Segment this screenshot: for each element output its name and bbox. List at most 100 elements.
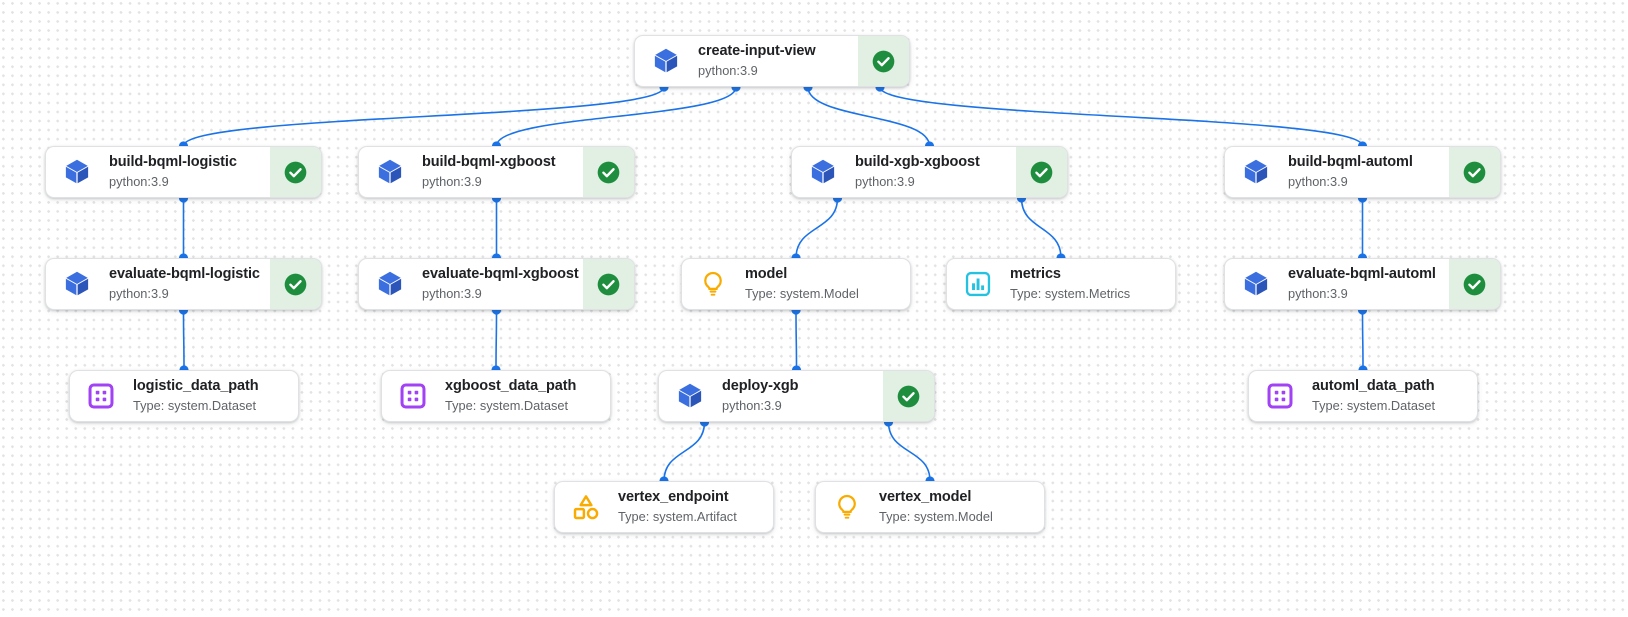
node-body: evaluate-bqml-logistic python:3.9 (46, 259, 270, 309)
node-title: evaluate-bqml-xgboost (422, 266, 579, 283)
node-text: evaluate-bqml-automl python:3.9 (1288, 265, 1436, 302)
edge-create-input-view-to-build-xgb-xgboost (807, 86, 931, 147)
component-cube-icon (1241, 157, 1271, 187)
edge-deploy-xgb-to-vertex_model (887, 421, 931, 482)
node-title: evaluate-bqml-automl (1288, 266, 1436, 283)
node-body: build-bqml-xgboost python:3.9 (359, 147, 583, 197)
node-text: evaluate-bqml-xgboost python:3.9 (422, 265, 579, 302)
dag-node-evaluate-bqml-logistic[interactable]: evaluate-bqml-logistic python:3.9 (45, 258, 322, 310)
edge-evaluate-bqml-logistic-to-logistic_data_path (182, 309, 185, 371)
node-body: build-bqml-logistic python:3.9 (46, 147, 270, 197)
node-body: evaluate-bqml-automl python:3.9 (1225, 259, 1449, 309)
node-title: logistic_data_path (133, 378, 259, 395)
node-title: deploy-xgb (722, 378, 799, 395)
node-title: vertex_endpoint (618, 489, 729, 506)
node-text: deploy-xgb python:3.9 (722, 377, 798, 414)
dag-node-build-bqml-logistic[interactable]: build-bqml-logistic python:3.9 (45, 146, 322, 198)
node-title: build-bqml-xgboost (422, 154, 556, 171)
node-subtitle: python:3.9 (1288, 286, 1348, 302)
edge-build-xgb-xgboost-to-metrics (1020, 197, 1062, 259)
node-subtitle: Type: system.Metrics (1010, 286, 1131, 302)
edge-model-to-deploy-xgb (795, 309, 798, 371)
edge-evaluate-bqml-xgboost-to-xgboost_data_path (495, 309, 498, 371)
node-subtitle: python:3.9 (855, 174, 915, 190)
node-title: automl_data_path (1312, 378, 1435, 395)
edge-create-input-view-to-build-bqml-logistic (182, 86, 665, 147)
node-title: build-bqml-logistic (109, 154, 237, 171)
component-cube-icon (375, 157, 405, 187)
node-text: build-bqml-logistic python:3.9 (109, 153, 237, 190)
dag-node-create-input-view[interactable]: create-input-view python:3.9 (634, 35, 910, 87)
node-status-badge (883, 371, 934, 421)
node-subtitle: Type: system.Dataset (1312, 398, 1436, 414)
node-subtitle: python:3.9 (109, 286, 169, 302)
metrics-chart-icon (963, 269, 993, 299)
node-subtitle: Type: system.Model (745, 286, 859, 302)
node-body: deploy-xgb python:3.9 (659, 371, 883, 421)
component-cube-icon (808, 157, 838, 187)
node-subtitle: python:3.9 (722, 398, 782, 414)
node-title: create-input-view (698, 43, 816, 60)
node-subtitle: Type: system.Dataset (133, 398, 257, 414)
edge-evaluate-bqml-automl-to-automl_data_path (1361, 309, 1364, 371)
dataset-grid-icon (86, 381, 116, 411)
node-title: build-bqml-automl (1288, 154, 1413, 171)
edge-create-input-view-to-build-bqml-automl (879, 86, 1364, 147)
component-cube-icon (62, 269, 92, 299)
node-body: create-input-view python:3.9 (635, 36, 858, 86)
dag-node-build-bqml-xgboost[interactable]: build-bqml-xgboost python:3.9 (358, 146, 635, 198)
dataset-grid-icon (398, 381, 428, 411)
node-title: model (745, 266, 788, 283)
node-text: build-bqml-xgboost python:3.9 (422, 153, 556, 190)
node-subtitle: python:3.9 (698, 63, 758, 79)
node-status-badge (583, 147, 634, 197)
component-cube-icon (651, 46, 681, 76)
node-title: metrics (1010, 266, 1061, 283)
dag-node-deploy-xgb[interactable]: deploy-xgb python:3.9 (658, 370, 935, 422)
node-status-badge (270, 259, 321, 309)
dag-node-evaluate-bqml-automl[interactable]: evaluate-bqml-automl python:3.9 (1224, 258, 1501, 310)
node-title: evaluate-bqml-logistic (109, 266, 260, 283)
dag-node-evaluate-bqml-xgboost[interactable]: evaluate-bqml-xgboost python:3.9 (358, 258, 635, 310)
node-subtitle: python:3.9 (422, 174, 482, 190)
node-subtitle: Type: system.Artifact (618, 509, 737, 525)
node-subtitle: Type: system.Model (879, 509, 993, 525)
component-cube-icon (1241, 269, 1271, 299)
node-text: evaluate-bqml-logistic python:3.9 (109, 265, 260, 302)
component-cube-icon (375, 269, 405, 299)
node-subtitle: python:3.9 (109, 174, 169, 190)
dag-node-build-bqml-automl[interactable]: build-bqml-automl python:3.9 (1224, 146, 1501, 198)
node-subtitle: Type: system.Dataset (445, 398, 569, 414)
node-status-badge (583, 259, 634, 309)
edge-build-xgb-xgboost-to-model (795, 197, 839, 259)
dataset-grid-icon (1265, 381, 1295, 411)
edge-deploy-xgb-to-vertex_endpoint (663, 421, 706, 482)
node-status-badge (270, 147, 321, 197)
component-cube-icon (62, 157, 92, 187)
artifact-shapes-icon (571, 492, 601, 522)
node-subtitle: python:3.9 (422, 286, 482, 302)
model-bulb-icon (832, 492, 862, 522)
node-subtitle: python:3.9 (1288, 174, 1348, 190)
